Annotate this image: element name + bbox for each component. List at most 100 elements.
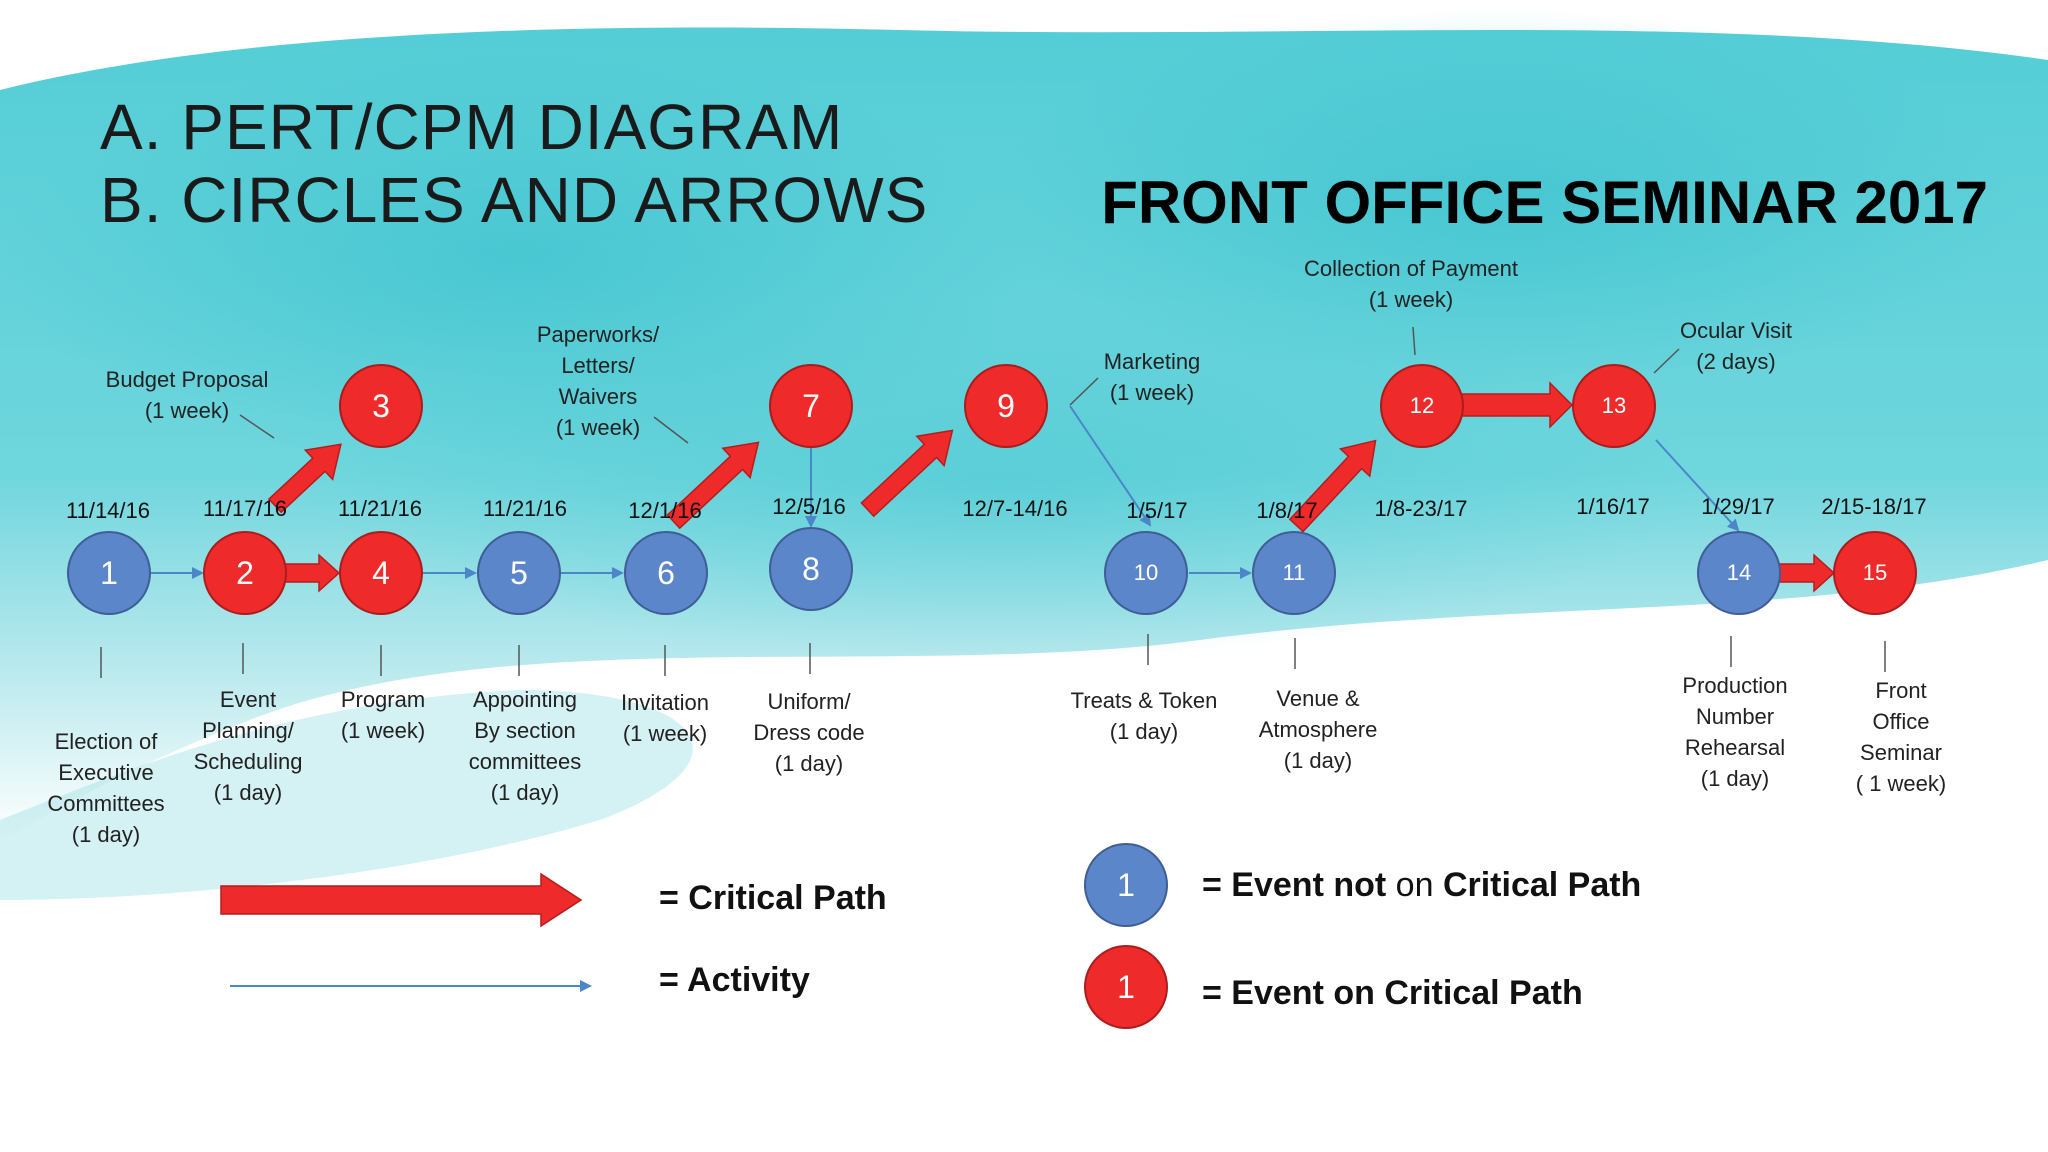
event-node-12: 12 <box>1380 364 1464 448</box>
activity-label-n11: Venue & Atmosphere (1 day) <box>1259 683 1378 776</box>
activity-label-n10: Treats & Token (1 day) <box>1071 685 1218 747</box>
activity-label-n2: Event Planning/ Scheduling (1 day) <box>194 684 303 808</box>
label-line: Front <box>1875 678 1927 703</box>
label-line: (1 day) <box>213 780 283 805</box>
legend-critical-arrow <box>220 872 583 928</box>
activity-label-n14: Production Number Rehearsal (1 day) <box>1682 670 1787 794</box>
label-line: Seminar <box>1860 740 1942 765</box>
event-node-10: 10 <box>1104 531 1188 615</box>
label-line: (1 day) <box>1283 748 1353 773</box>
activity-label-collection: Collection of Payment (1 week) <box>1304 253 1518 315</box>
label-line: ( 1 week) <box>1855 771 1947 796</box>
label-line: Appointing <box>473 687 577 712</box>
label-line: Invitation <box>620 690 710 715</box>
label-line: Budget Proposal <box>105 367 269 392</box>
label-line: Venue & <box>1276 686 1360 711</box>
date-label: 11/17/16 <box>202 496 288 521</box>
date-label: 12/1/16 <box>628 498 702 523</box>
label-line: Election of <box>54 729 158 754</box>
label-line: (1 week) <box>144 398 230 423</box>
date-label: 2/15-18/17 <box>1821 494 1927 519</box>
event-node-2: 2 <box>203 531 287 615</box>
event-node-5: 5 <box>477 531 561 615</box>
activity-label-n4: Program (1 week) <box>341 684 425 746</box>
event-node-9: 9 <box>964 364 1048 448</box>
label-line: Committees <box>47 791 165 816</box>
label-line: Program <box>340 687 426 712</box>
heading-line-b: B. CIRCLES AND ARROWS <box>100 164 929 236</box>
activity-label-n8: Uniform/ Dress code (1 day) <box>753 686 864 779</box>
legend-text-part: = Event not <box>1202 866 1387 904</box>
event-node-7: 7 <box>769 364 853 448</box>
critical-arrow-2-3 <box>267 443 342 514</box>
activity-arrow-13-14 <box>1655 439 1740 532</box>
date-label: 11/21/16 <box>482 496 568 521</box>
activity-label-n6: Invitation (1 week) <box>621 687 709 749</box>
event-node-3: 3 <box>339 364 423 448</box>
heading-line-a: A. PERT/CPM DIAGRAM <box>100 91 844 163</box>
activity-label-budget: Budget Proposal (1 week) <box>106 364 269 426</box>
label-line: Uniform/ <box>767 689 851 714</box>
label-line: (1 day) <box>1700 766 1770 791</box>
legend-activity-label: = Activity <box>659 961 810 999</box>
label-line: (1 day) <box>71 822 141 847</box>
critical-arrow-8-9 <box>860 429 954 518</box>
critical-arrow-12-13 <box>1461 381 1574 429</box>
date-label: 1/8-23/17 <box>1374 496 1468 521</box>
label-line: Marketing <box>1103 349 1201 374</box>
event-node-6: 6 <box>624 531 708 615</box>
activity-label-paperworks: Paperworks/ Letters/ Waivers (1 week) <box>537 319 659 443</box>
legend-event-critical-label: = Event on Critical Path <box>1202 974 1583 1012</box>
label-line: (1 day) <box>1109 719 1179 744</box>
legend-event-not-critical-node: 1 <box>1084 843 1168 927</box>
critical-arrow-11-12 <box>1288 439 1377 533</box>
label-line: Atmosphere <box>1258 717 1378 742</box>
date-label: 1/29/17 <box>1701 494 1775 519</box>
activity-label-n5: Appointing By section committees (1 day) <box>469 684 581 808</box>
main-title: FRONT OFFICE SEMINAR 2017 <box>1101 169 1988 236</box>
label-line: (1 week) <box>1368 287 1454 312</box>
label-line: Paperworks/ <box>536 322 660 347</box>
date-label: 11/21/16 <box>337 496 423 521</box>
activity-label-n1: Election of Executive Committees (1 day) <box>47 726 164 850</box>
label-line: By section <box>474 718 576 743</box>
label-line: Letters/ <box>561 353 635 378</box>
label-line: Waivers <box>558 384 638 409</box>
label-line: Collection of Payment <box>1304 256 1518 281</box>
event-node-8: 8 <box>769 527 853 611</box>
legend-event-critical-node: 1 <box>1084 945 1168 1029</box>
date-label: 1/5/17 <box>1126 498 1188 523</box>
label-line: committees <box>468 749 582 774</box>
critical-arrow-2-4 <box>284 553 341 593</box>
label-line: Event <box>219 687 277 712</box>
label-line: Executive <box>58 760 154 785</box>
critical-arrow-14-15 <box>1777 553 1836 593</box>
label-line: (1 day) <box>774 751 844 776</box>
event-node-14: 14 <box>1697 531 1781 615</box>
label-line: Rehearsal <box>1684 735 1786 760</box>
label-line: Office <box>1872 709 1930 734</box>
activity-label-marketing: Marketing (1 week) <box>1104 346 1201 408</box>
legend-critical-path-label: = Critical Path <box>659 879 887 917</box>
date-label: 12/5/16 <box>772 494 846 519</box>
label-line: (2 days) <box>1696 349 1776 374</box>
label-line: Ocular Visit <box>1679 318 1793 343</box>
label-line: Planning/ <box>202 718 294 743</box>
activity-arrow-9-10 <box>1069 405 1152 527</box>
event-node-11: 11 <box>1252 531 1336 615</box>
date-label: 12/7-14/16 <box>962 496 1068 521</box>
label-line: (1 week) <box>340 718 426 743</box>
event-node-1: 1 <box>67 531 151 615</box>
label-line: Number <box>1695 704 1775 729</box>
legend-text-part: on <box>1395 866 1434 904</box>
legend-event-not-critical-label: = Event not on Critical Path <box>1202 866 1641 905</box>
activity-label-ocular: Ocular Visit (2 days) <box>1680 315 1792 377</box>
activity-label-n15: Front Office Seminar ( 1 week) <box>1856 675 1946 799</box>
label-line: (1 week) <box>1109 380 1195 405</box>
label-line: Scheduling <box>193 749 303 774</box>
label-line: (1 day) <box>490 780 560 805</box>
critical-arrow-6-7 <box>666 441 760 530</box>
date-label: 1/16/17 <box>1576 494 1650 519</box>
